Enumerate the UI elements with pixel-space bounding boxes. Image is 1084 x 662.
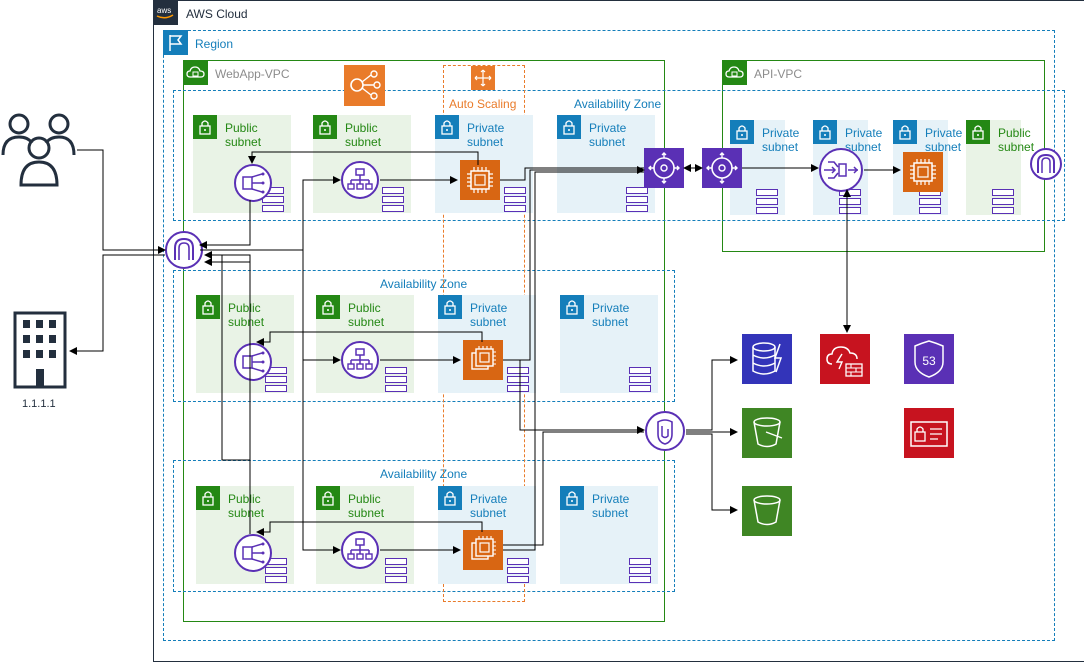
subnet-label: Private subnet <box>925 126 963 154</box>
subnet-label: Public subnet <box>228 492 265 520</box>
lock-icon <box>313 115 337 139</box>
subnet-label: Public subnet <box>348 492 385 520</box>
subnet-label: Private subnet <box>470 492 508 520</box>
route-table-icon <box>385 367 407 394</box>
route53-icon: 53 <box>904 334 954 384</box>
route-table-icon <box>629 367 651 394</box>
s3-bucket-icon <box>742 408 792 458</box>
vpc-endpoint-icon <box>644 410 686 452</box>
transit-gateway-icon <box>702 148 742 188</box>
route-table-icon <box>385 558 407 585</box>
availability-zone-3 <box>173 460 675 592</box>
route-table-icon <box>626 187 648 214</box>
cloudfront-waf-icon <box>820 334 870 384</box>
lock-icon <box>193 115 217 139</box>
availability-zone-label: Availability Zone <box>574 97 662 111</box>
certificate-manager-icon <box>904 408 954 458</box>
availability-zone-1 <box>173 90 1065 221</box>
sns-icon <box>344 65 385 106</box>
route-table-icon <box>262 187 284 214</box>
route-table-icon <box>992 189 1014 216</box>
subnet-label: Public subnet <box>998 126 1035 154</box>
webapp-vpc-group <box>183 60 665 622</box>
ec2-instance-icon <box>463 530 503 570</box>
private-subnet: Private subnet <box>560 486 658 584</box>
lock-icon <box>316 295 340 319</box>
subnet-label: Public subnet <box>225 121 262 149</box>
lock-icon <box>196 295 220 319</box>
subnet-label: Public subnet <box>348 301 385 329</box>
route-table-icon <box>265 367 287 394</box>
dns-ip-label: 1.1.1.1 <box>22 398 56 410</box>
vpc-cloud-icon <box>183 60 208 85</box>
subnet-label: Public subnet <box>228 301 265 329</box>
transit-gateway-icon <box>644 148 684 188</box>
private-subnet: Private subnet <box>893 120 962 215</box>
subnet-label: Private subnet <box>589 121 627 149</box>
application-load-balancer-icon <box>340 340 380 380</box>
ec2-instance-icon <box>903 152 943 192</box>
availability-zone-2 <box>173 270 675 402</box>
route-table-icon <box>629 558 651 585</box>
lock-icon <box>435 115 459 139</box>
webapp-vpc-label: WebApp-VPC <box>215 67 290 81</box>
s3-bucket-icon <box>742 486 792 536</box>
aws-logo-icon: aws <box>153 0 178 25</box>
auto-scaling-icon <box>471 66 495 90</box>
application-load-balancer-icon <box>340 160 380 200</box>
route-table-icon <box>504 187 526 214</box>
internet-gateway-icon <box>1030 148 1062 180</box>
network-load-balancer-icon <box>818 147 864 193</box>
lock-icon <box>560 486 584 510</box>
users-icon <box>0 110 77 190</box>
vpc-cloud-icon <box>722 60 747 85</box>
svg-text:aws: aws <box>157 6 171 15</box>
subnet-label: Private subnet <box>845 126 883 154</box>
lock-icon <box>438 486 462 510</box>
subnet-label: Private subnet <box>592 492 630 520</box>
public-subnet: Public subnet <box>966 120 1034 216</box>
private-subnet: Private subnet <box>560 295 658 393</box>
subnet-label: Private subnet <box>470 301 508 329</box>
route-table-icon <box>756 189 778 216</box>
nat-gateway-icon <box>233 533 273 573</box>
lock-icon <box>560 295 584 319</box>
subnet-label: Public subnet <box>345 121 382 149</box>
availability-zone-label: Availability Zone <box>380 277 468 291</box>
nat-gateway-icon <box>233 163 273 203</box>
availability-zone-label: Availability Zone <box>380 467 468 481</box>
ec2-instance-icon <box>463 340 503 380</box>
lock-icon <box>557 115 581 139</box>
lock-icon <box>316 486 340 510</box>
svg-text:53: 53 <box>922 354 936 368</box>
dynamodb-icon <box>742 334 792 384</box>
lock-icon <box>893 120 917 144</box>
corporate-datacenter-icon <box>13 311 67 391</box>
region-flag-icon <box>163 30 188 55</box>
region-label: Region <box>195 37 234 51</box>
route-table-icon <box>265 558 287 585</box>
private-subnet: Private subnet <box>557 115 655 213</box>
nat-gateway-icon <box>233 342 273 382</box>
api-vpc-label: API-VPC <box>754 67 803 81</box>
route-table-icon <box>507 558 529 585</box>
subnet-label: Private subnet <box>467 121 505 149</box>
subnet-label: Private subnet <box>762 126 800 154</box>
route-table-icon <box>382 187 404 214</box>
application-load-balancer-icon <box>340 530 380 570</box>
route-table-icon <box>507 367 529 394</box>
auto-scaling-label: Auto Scaling <box>449 97 517 111</box>
lock-icon <box>966 120 990 144</box>
subnet-label: Private subnet <box>592 301 630 329</box>
region-group <box>163 30 1055 641</box>
lock-icon <box>196 486 220 510</box>
lock-icon <box>813 120 837 144</box>
lock-icon <box>730 120 754 144</box>
aws-cloud-label: AWS Cloud <box>186 7 248 21</box>
ec2-instance-icon <box>460 160 500 200</box>
lock-icon <box>438 295 462 319</box>
